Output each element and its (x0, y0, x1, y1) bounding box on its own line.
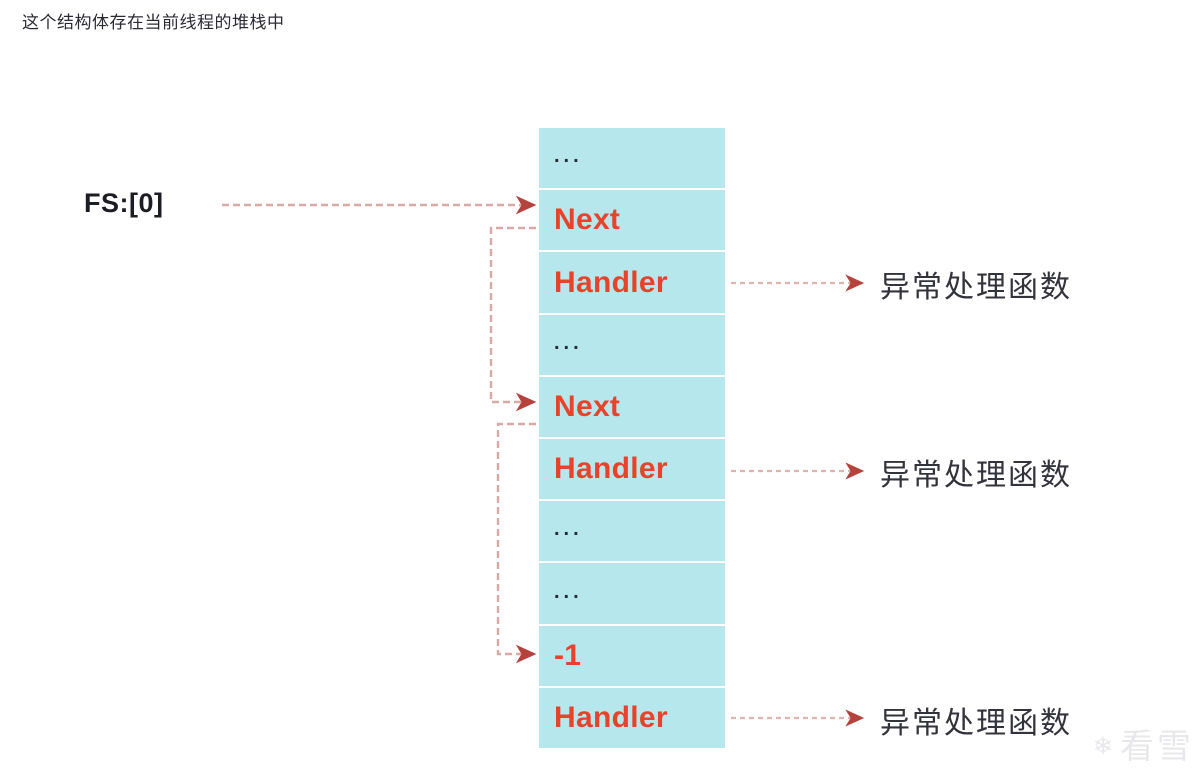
stack-cell-label: ... (554, 331, 583, 354)
handler-annotation: 异常处理函数 (880, 271, 1072, 304)
stack-cell: Handler (539, 687, 725, 749)
handler-annotation: 异常处理函数 (880, 459, 1072, 492)
stack-cell-label: ... (554, 580, 583, 603)
snowflake-icon: ❄ (1092, 733, 1116, 760)
stack-cell: Handler (539, 439, 725, 502)
watermark: ❄看雪 (1093, 719, 1194, 768)
seh-link-1 (489, 226, 537, 412)
stack-cell-label: ... (554, 145, 583, 168)
stack-cell: Next (539, 376, 725, 440)
fs-zero-label: FS:[0] (84, 188, 164, 218)
watermark-text: 看雪 (1120, 728, 1194, 766)
stack-cell-label: Next (554, 389, 621, 423)
handler-annotation: 异常处理函数 (880, 707, 1072, 740)
stack-cell-label: ... (554, 518, 583, 541)
seh-stack-column: ... Next Handler ... Next Handler ... ..… (539, 128, 725, 749)
stack-cell-label: Handler (554, 700, 668, 734)
stack-cell: ... (539, 314, 725, 377)
stack-cell-label: -1 (554, 638, 582, 672)
stack-cell-label: Handler (554, 452, 668, 486)
stack-cell: ... (539, 563, 725, 626)
stack-cell: ... (539, 501, 725, 564)
stack-cell: Next (539, 190, 725, 253)
seh-link-2 (496, 422, 537, 664)
stack-cell: -1 (539, 625, 725, 688)
stack-cell: Handler (539, 252, 725, 315)
stack-cell: ... (539, 128, 725, 191)
stack-cell-label: Handler (554, 265, 668, 299)
page-caption: 这个结构体存在当前线程的堆栈中 (22, 13, 285, 32)
stack-cell-label: Next (554, 203, 621, 237)
